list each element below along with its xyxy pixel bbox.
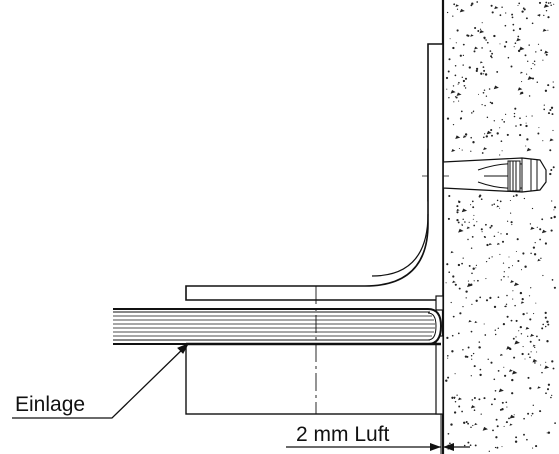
concrete-wall [441, 0, 559, 454]
glass-shelf [113, 308, 443, 345]
l-bracket [185, 43, 444, 301]
lower-clamp-plate [185, 295, 444, 415]
bracket-inner-edge [371, 213, 429, 277]
gap-dimension [286, 414, 470, 454]
insert-label: Einlage [15, 393, 85, 416]
wall-anchor [442, 157, 547, 193]
gap-label: 2 mm Luft [296, 423, 390, 446]
insert-leader [12, 343, 190, 419]
wall-speckle-texture [445, 1, 557, 452]
